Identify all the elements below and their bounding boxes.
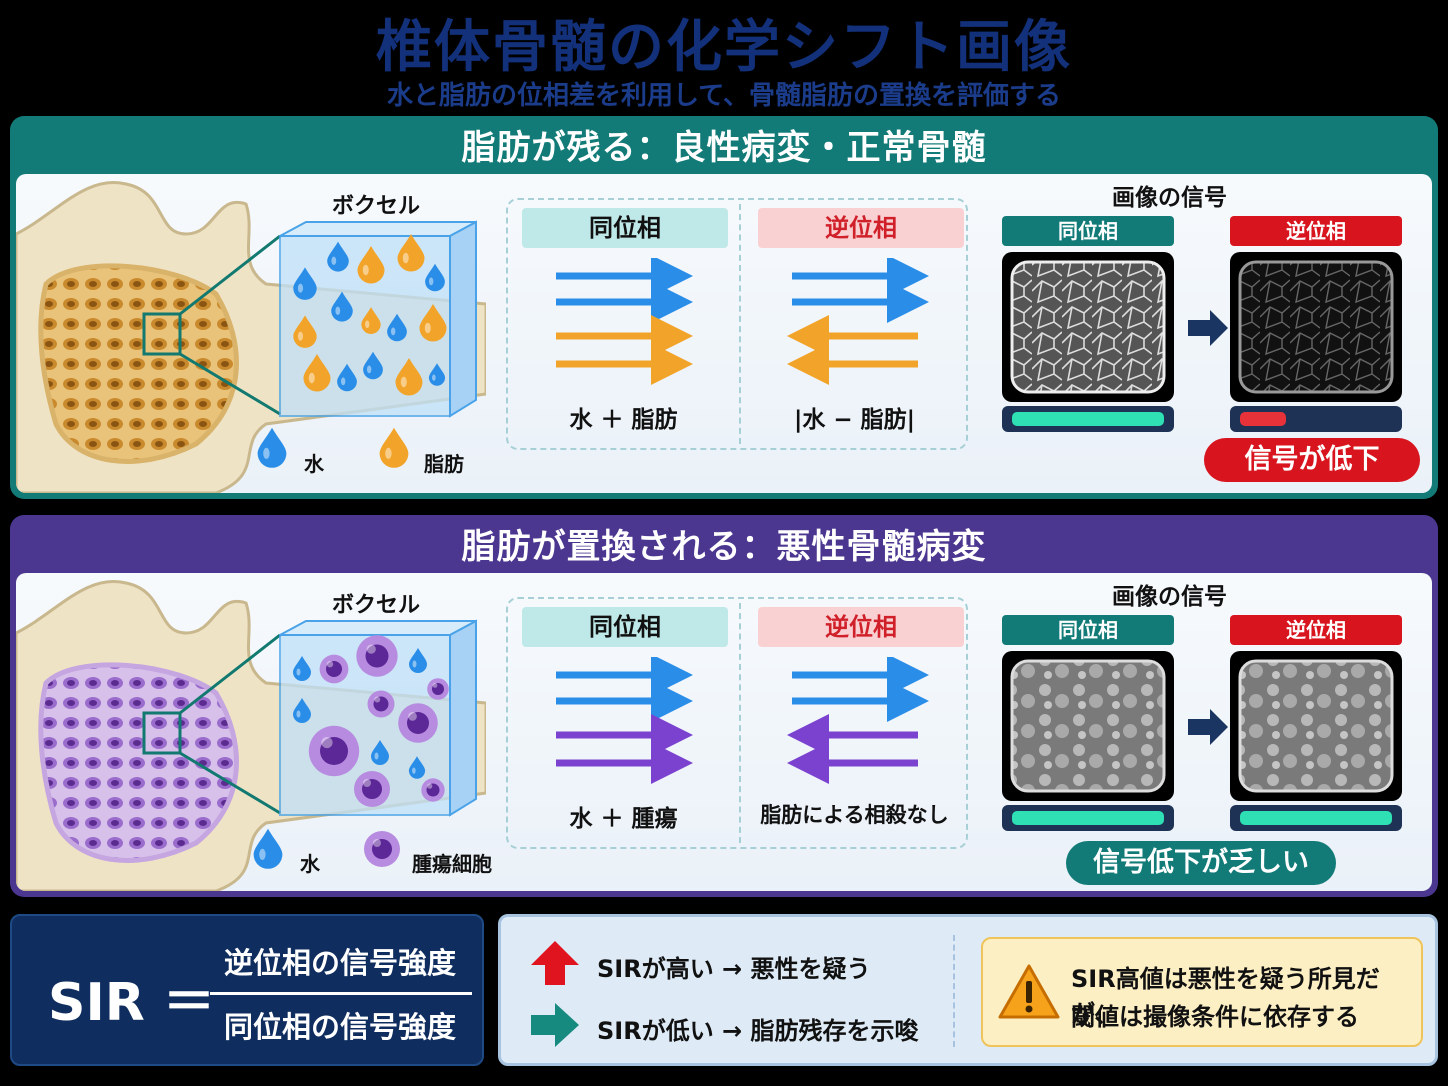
benign-panel: 脂肪が残る：良性病変・正常骨髄 — [10, 116, 1438, 499]
teal-right-arrow-icon — [531, 1003, 579, 1047]
legend-water: 水 — [304, 452, 324, 476]
panel-body: ボクセル 水 脂肪 同位相 逆位相 — [16, 174, 1432, 493]
opposed-phase-formula: |水 − 脂肪| — [793, 407, 916, 433]
sir-formula-box: SIR ＝ 逆位相の信号強度 同位相の信号強度 — [10, 914, 484, 1066]
interpretation-box: SIRが高い → 悪性を疑う SIRが低い → 脂肪残存を示唆 SIR高値は悪性… — [498, 914, 1438, 1066]
in-phase-signal-bar — [1002, 406, 1174, 432]
page-subtitle: 水と脂肪の位相差を利用して、骨髄脂肪の置換を評価する — [387, 81, 1061, 111]
bone-illustration — [16, 580, 486, 891]
signal-opposed-phase-tab: 逆位相 — [1230, 615, 1402, 645]
in-phase-label: 同位相 — [522, 607, 728, 647]
opposed-phase-signal-fill — [1240, 811, 1392, 825]
water-drop-icon — [257, 427, 287, 468]
signal-in-phase-tab: 同位相 — [1002, 615, 1174, 645]
opposed-phase-formula: 脂肪による相殺なし — [760, 803, 949, 827]
signal-decrease-badge: 信号が低下 — [1204, 438, 1420, 482]
bone-illustration — [16, 181, 486, 493]
little-decrease-badge: 信号低下が乏しい — [1066, 841, 1336, 885]
signal-opposed-phase-tab: 逆位相 — [1230, 216, 1402, 246]
warning-triangle-icon — [998, 964, 1060, 1019]
malignant-panel: 脂肪が置換される：悪性骨髄病変 — [10, 515, 1438, 897]
mri-in-phase-image — [1002, 651, 1174, 801]
sir-numerator: 逆位相の信号強度 — [223, 946, 456, 980]
sir-label: SIR ＝ — [48, 973, 215, 1033]
voxel-label: ボクセル — [332, 593, 421, 618]
arrow-right-icon — [1188, 310, 1228, 346]
warning-line-1: SIR高値は悪性を疑う所見だが、 — [1071, 965, 1380, 1028]
sir-high-text: SIRが高い → 悪性を疑う — [597, 955, 871, 983]
arrow-right-icon — [1188, 709, 1228, 745]
legend-fat: 脂肪 — [424, 452, 464, 476]
signal-in-phase-tab: 同位相 — [1002, 216, 1174, 246]
in-phase-label: 同位相 — [522, 208, 728, 248]
phase-arrows — [556, 657, 929, 784]
fraction-line — [210, 992, 472, 995]
opposed-phase-signal-fill — [1240, 412, 1286, 426]
mri-in-phase-image — [1002, 252, 1174, 402]
tumor-cell-icon — [364, 831, 400, 867]
in-phase-formula: 水 ＋ 腫瘍 — [569, 806, 678, 832]
water-drop-icon — [253, 828, 283, 869]
panel-header: 脂肪が置換される：悪性骨髄病変 — [461, 527, 987, 567]
phase-arrows — [556, 258, 929, 385]
opposed-phase-signal-bar — [1230, 406, 1402, 432]
page-title: 椎体骨髄の化学シフト画像 — [376, 15, 1072, 80]
in-phase-formula: 水 ＋ 脂肪 — [569, 407, 678, 433]
in-phase-signal-fill — [1012, 811, 1164, 825]
signal-title: 画像の信号 — [1112, 584, 1227, 610]
signal-title: 画像の信号 — [1112, 185, 1227, 211]
phase-diagram: 同位相 逆位相 水 ＋ 脂肪 |水 − 脂肪 — [506, 198, 968, 450]
sir-denominator: 同位相の信号強度 — [223, 1010, 456, 1044]
opposed-phase-signal-bar — [1230, 805, 1402, 831]
in-phase-signal-fill — [1012, 412, 1164, 426]
mri-opposed-phase-image — [1230, 651, 1402, 801]
fat-drop-icon — [379, 427, 409, 468]
sir-low-text: SIRが低い → 脂肪残存を示唆 — [597, 1017, 919, 1045]
panel-body: ボクセル 水 腫瘍細胞 同位相 逆位相 — [16, 573, 1432, 891]
opposed-phase-label: 逆位相 — [758, 607, 964, 647]
in-phase-signal-bar — [1002, 805, 1174, 831]
warning-box: SIR高値は悪性を疑う所見だが、 閾値は撮像条件に依存する — [981, 937, 1423, 1047]
phase-diagram: 同位相 逆位相 水 ＋ 腫瘍 脂肪による相殺 — [506, 597, 968, 849]
opposed-phase-label: 逆位相 — [758, 208, 964, 248]
warning-line-2: 閾値は撮像条件に依存する — [1071, 1003, 1359, 1031]
red-up-arrow-icon — [531, 941, 579, 985]
mri-opposed-phase-image — [1230, 252, 1402, 402]
legend-water: 水 — [300, 852, 320, 876]
panel-header: 脂肪が残る：良性病変・正常骨髄 — [461, 128, 987, 168]
voxel-label: ボクセル — [332, 194, 421, 219]
legend-tumor-cell: 腫瘍細胞 — [412, 852, 492, 876]
